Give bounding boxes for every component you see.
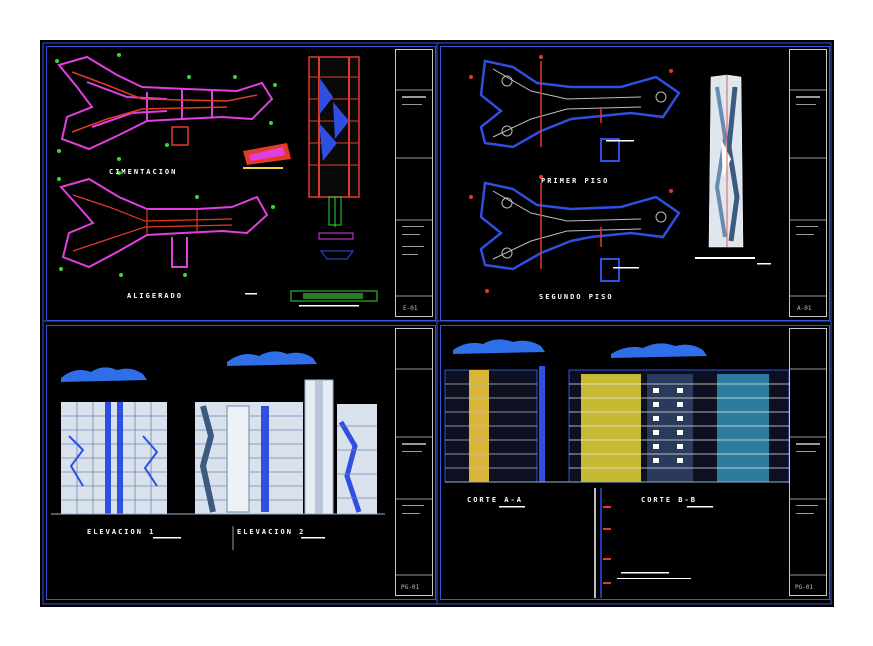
title-block — [789, 49, 827, 317]
title-block — [395, 328, 433, 596]
sheet-label-second-floor: SEGUNDO PISO — [539, 293, 614, 301]
title-block-lines — [396, 89, 432, 297]
sheet-label-first-floor: PRIMER PISO — [541, 177, 610, 185]
panel-sections: CORTE A-A CORTE B-B PG-01 — [440, 325, 830, 600]
sheet-code: PG-01 — [401, 584, 420, 591]
title-block — [789, 328, 827, 596]
sheet-code: PG-01 — [795, 584, 814, 591]
sections-drawing — [444, 339, 790, 598]
panel-structural-plans: CIMENTACION ALIGERADO E-01 — [46, 46, 436, 321]
sheet-code: A-01 — [797, 305, 812, 312]
title-block — [395, 49, 433, 317]
sheet-label-slab: ALIGERADO — [127, 292, 183, 300]
floor-plan-drawing — [469, 55, 771, 293]
title-block-lines — [790, 89, 826, 297]
sheet-label-elevation-1: ELEVACION 1 — [87, 528, 156, 536]
panel-architectural-plans: PRIMER PISO SEGUNDO PISO A-01 — [440, 46, 830, 321]
sheet-frame-lines — [42, 42, 832, 605]
title-block-lines — [396, 368, 432, 576]
drawing-sheet: CIMENTACION ALIGERADO E-01 — [40, 40, 834, 607]
sheet-label-foundation: CIMENTACION — [109, 168, 178, 176]
sheet-label-elevation-2: ELEVACION 2 — [237, 528, 306, 536]
title-block-lines — [790, 368, 826, 576]
sheet-code: E-01 — [403, 305, 418, 312]
elevations-drawing — [51, 351, 385, 550]
foundation-plan-drawing — [55, 53, 378, 307]
sheet-label-section-b: CORTE B-B — [641, 496, 697, 504]
panel-elevations: ELEVACION 1 ELEVACION 2 PG-01 — [46, 325, 436, 600]
sheet-label-section-a: CORTE A-A — [467, 496, 523, 504]
